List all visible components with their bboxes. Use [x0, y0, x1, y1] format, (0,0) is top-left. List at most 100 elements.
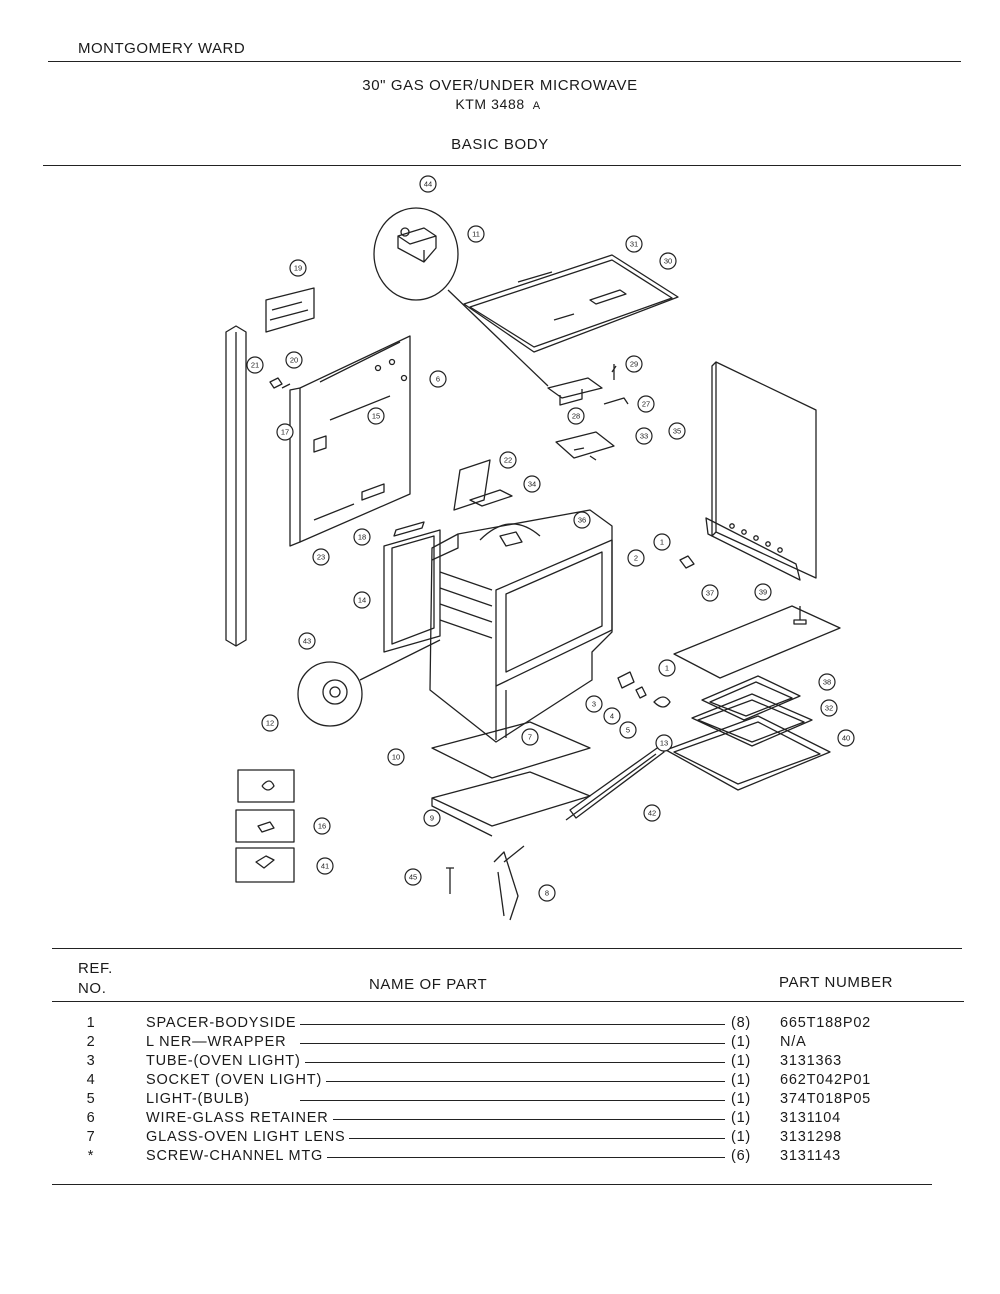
burner-bracket: [547, 364, 629, 406]
model-line: KTM 3488 A: [0, 96, 998, 112]
small-clip: [269, 377, 291, 389]
part-number: 665T188P02: [780, 1015, 872, 1031]
top-detail-inset: [373, 207, 549, 387]
ref-number: 1: [86, 1015, 96, 1031]
part-name: L NER—WRAPPER: [146, 1034, 291, 1050]
table-row: *SCREW-CHANNEL MTG(6)3131143: [0, 1148, 1000, 1167]
callout-39: 39: [754, 583, 772, 601]
broiler-pan: [665, 715, 831, 791]
callout-label: 42: [648, 809, 656, 818]
callout-label: 2: [634, 554, 638, 563]
callout-label: 11: [472, 230, 480, 239]
callout-label: 7: [528, 733, 532, 742]
callout-41: 41: [316, 857, 334, 875]
callout-label: 15: [372, 412, 380, 421]
callout-bubbles: 4411313019212061715292827333522341823362…: [246, 175, 855, 902]
part-name: SOCKET (OVEN LIGHT): [146, 1072, 327, 1088]
callout-label: 33: [640, 432, 648, 441]
bottom-panel-upper: [431, 721, 591, 779]
top-rule: [48, 61, 961, 62]
exploded-parts-diagram: 4411313019212061715292827333522341823362…: [225, 175, 855, 921]
callout-label: 5: [626, 726, 630, 735]
section-title: BASIC BODY: [451, 136, 549, 153]
callout-33: 33: [635, 427, 653, 445]
part-number: 3131143: [780, 1148, 841, 1164]
callout-17: 17: [276, 423, 294, 441]
callout-label: 1: [660, 538, 664, 547]
part-name: TUBE-(OVEN LIGHT): [146, 1053, 305, 1069]
part-name: LIGHT-(BULB): [146, 1091, 254, 1107]
callout-label: 10: [392, 753, 400, 762]
callout-label: 27: [642, 400, 650, 409]
callout-label: 19: [294, 264, 302, 273]
burner-grate: [701, 675, 801, 721]
callout-1: 1: [653, 533, 671, 551]
callout-label: 28: [572, 412, 580, 421]
callout-4: 4: [603, 707, 621, 725]
header-rule: [43, 165, 961, 166]
callout-15: 15: [367, 407, 385, 425]
callout-label: 17: [281, 428, 289, 437]
callout-40: 40: [837, 729, 855, 747]
col-header-ref-2: NO.: [78, 980, 107, 997]
callout-label: 38: [823, 678, 831, 687]
callout-label: 14: [358, 596, 366, 605]
quantity: (1): [730, 1110, 752, 1126]
small-parts-boxes: [235, 769, 295, 883]
callout-label: 22: [504, 456, 512, 465]
leader-line: [300, 1119, 725, 1120]
leader-line: [300, 1138, 725, 1139]
ref-number: 6: [86, 1110, 96, 1126]
callout-12: 12: [261, 714, 279, 732]
ref-number: 5: [86, 1091, 96, 1107]
oven-tray: [691, 693, 813, 747]
page-title: 30" GAS OVER/UNDER MICROWAVE: [362, 77, 638, 94]
strip-bracket: [393, 521, 425, 537]
callout-28: 28: [567, 407, 585, 425]
leader-line: [300, 1157, 725, 1158]
model-revision: A: [532, 100, 541, 112]
ref-number: 7: [86, 1129, 96, 1145]
callout-27: 27: [637, 395, 655, 413]
part-name: SPACER-BODYSIDE: [146, 1015, 301, 1031]
callout-16: 16: [313, 817, 331, 835]
callout-14: 14: [353, 591, 371, 609]
callout-label: 34: [528, 480, 536, 489]
ref-number: 3: [86, 1053, 96, 1069]
callout-3: 3: [585, 695, 603, 713]
col-header-ref-1: REF.: [78, 960, 113, 977]
table-top-rule: [52, 948, 962, 949]
bottom-panel-lower: [431, 771, 591, 837]
ref-number: 2: [86, 1034, 96, 1050]
callout-10: 10: [387, 748, 405, 766]
quantity: (1): [730, 1129, 752, 1145]
vertical-trim-strip: [225, 325, 247, 647]
quantity: (1): [730, 1072, 752, 1088]
leveling-leg: [793, 606, 807, 625]
callout-label: 1: [665, 664, 669, 673]
ref-number: *: [87, 1148, 95, 1164]
callout-8: 8: [538, 884, 556, 902]
callout-29: 29: [625, 355, 643, 373]
callout-label: 29: [630, 360, 638, 369]
part-number: 374T018P05: [780, 1091, 872, 1107]
leader-line: [300, 1100, 725, 1101]
callout-label: 12: [266, 719, 274, 728]
oven-light-assembly: [617, 661, 673, 708]
table-bottom-rule: [52, 1184, 932, 1185]
callout-2: 2: [627, 549, 645, 567]
callout-32: 32: [820, 699, 838, 717]
callout-label: 8: [545, 889, 549, 898]
callout-7: 7: [521, 728, 539, 746]
part-name: WIRE-GLASS RETAINER: [146, 1110, 333, 1126]
callout-label: 23: [317, 553, 325, 562]
model-number: KTM 3488: [455, 96, 525, 112]
part-number: 662T042P01: [780, 1072, 872, 1088]
callout-34: 34: [523, 475, 541, 493]
callout-6: 6: [429, 370, 447, 388]
callout-23: 23: [312, 548, 330, 566]
callout-11: 11: [467, 225, 485, 243]
